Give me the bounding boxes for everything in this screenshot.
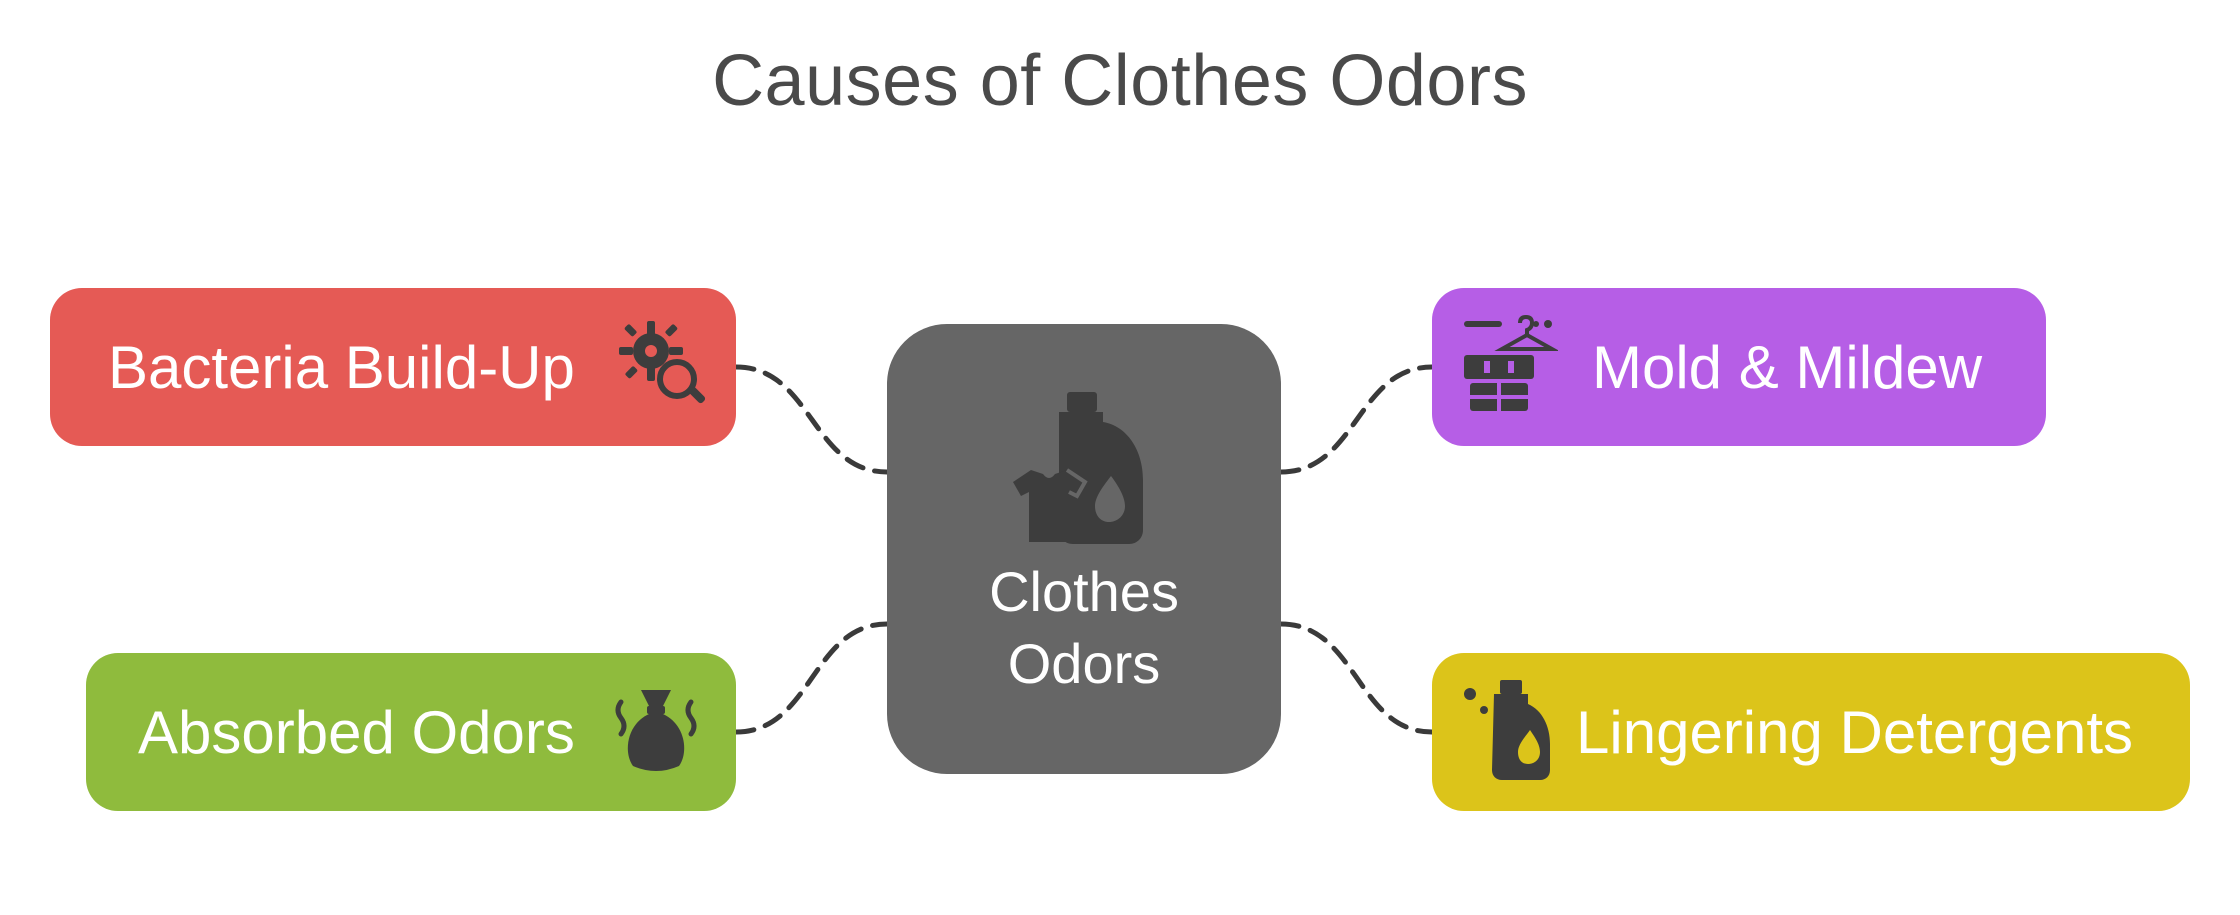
- connector-bacteria: [733, 364, 890, 475]
- cause-node-mold: Mold & Mildew: [1432, 288, 2046, 446]
- connector-lingering: [1278, 621, 1435, 735]
- bacteria-search-icon: [615, 317, 711, 418]
- cause-label-mold: Mold & Mildew: [1592, 333, 1983, 401]
- smelly-bag-icon: [611, 682, 701, 783]
- cause-label-absorbed: Absorbed Odors: [138, 698, 575, 766]
- cause-label-bacteria: Bacteria Build-Up: [108, 333, 575, 401]
- center-label: Clothes Odors: [887, 556, 1281, 700]
- cause-label-lingering: Lingering Detergents: [1576, 698, 2134, 766]
- detergent-shirt-icon: [1007, 392, 1167, 557]
- cause-node-lingering: Lingering Detergents: [1432, 653, 2190, 811]
- diagram-title: Causes of Clothes Odors: [712, 41, 1528, 121]
- center-node: Clothes Odors: [887, 324, 1281, 774]
- connector-mold: [1278, 364, 1435, 475]
- hanger-laundry-icon: [1462, 314, 1560, 420]
- cause-node-absorbed: Absorbed Odors: [86, 653, 736, 811]
- detergent-bottle-icon: [1462, 679, 1552, 785]
- connector-absorbed: [733, 621, 890, 735]
- cause-node-bacteria: Bacteria Build-Up: [50, 288, 736, 446]
- center-label-line1: Clothes: [989, 560, 1179, 623]
- center-label-line2: Odors: [1007, 632, 1161, 695]
